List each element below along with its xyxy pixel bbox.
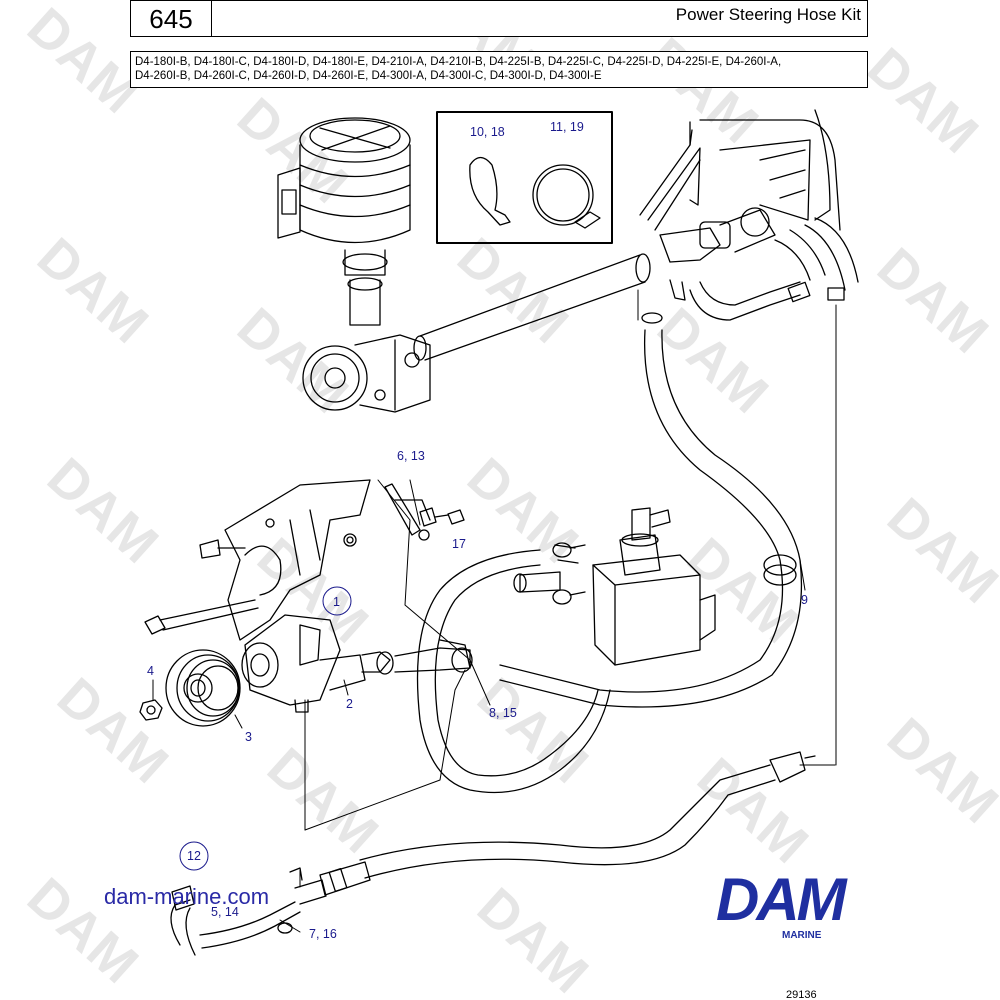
callout-labels: 10, 18 11, 19 6, 13 17 1 4 2 3 8, 15 9 1… xyxy=(147,120,808,941)
long-pressure-hose xyxy=(170,751,816,956)
header-bar: 645 Power Steering Hose Kit xyxy=(130,0,868,37)
callout-4: 4 xyxy=(147,664,154,678)
hull-panel xyxy=(699,109,841,231)
suction-hose-loop xyxy=(499,329,803,708)
model-list: D4-180I-B, D4-180I-C, D4-180I-D, D4-180I… xyxy=(130,51,868,88)
callout-circle-1 xyxy=(322,586,352,616)
return-hoses xyxy=(689,217,859,321)
dam-logo-subtitle: MARINE xyxy=(782,930,822,941)
pressure-hose-short xyxy=(361,639,473,675)
pulley xyxy=(165,649,241,727)
callout-11-19: 11, 19 xyxy=(550,120,584,134)
website-link[interactable]: dam-marine.com xyxy=(104,884,270,909)
clamp-bracket xyxy=(384,483,465,541)
callout-circles xyxy=(179,586,352,871)
callout-9: 9 xyxy=(801,593,808,607)
engine-pump-unit xyxy=(302,334,431,413)
callout-3: 3 xyxy=(245,730,252,744)
callout-2: 2 xyxy=(346,697,353,711)
pump-bracket xyxy=(199,479,371,641)
callout-1: 1 xyxy=(333,595,340,609)
callout-12: 12 xyxy=(187,849,201,863)
mounting-bolt xyxy=(144,599,259,635)
long-tube xyxy=(413,253,651,361)
leader-lines xyxy=(152,289,837,933)
dam-logo: DAM xyxy=(716,866,847,933)
callout-17: 17 xyxy=(452,537,466,551)
page-title: Power Steering Hose Kit xyxy=(675,5,861,24)
callout-7-16: 7, 16 xyxy=(309,927,337,941)
model-list-line: D4-260I-B, D4-260I-C, D4-260I-D, D4-260I… xyxy=(135,70,602,82)
power-steering-pump xyxy=(241,614,366,713)
clamp-inset-box xyxy=(436,111,613,244)
drawing-reference-number: 29136 xyxy=(786,989,817,1000)
reservoir-assembly xyxy=(277,117,411,326)
callout-8-15: 8, 15 xyxy=(489,706,517,720)
hose-clamps xyxy=(552,542,586,605)
nut xyxy=(139,699,163,721)
callout-6-13: 6, 13 xyxy=(397,449,425,463)
tee-fitting-bracket xyxy=(639,121,776,324)
model-list-line: D4-180I-B, D4-180I-C, D4-180I-D, D4-180I… xyxy=(135,56,782,68)
hose-loop-left xyxy=(416,544,611,794)
page-number: 645 xyxy=(131,1,212,37)
callout-10-18: 10, 18 xyxy=(470,125,505,139)
callout-5-14: 5, 14 xyxy=(211,905,239,919)
fluid-reservoir xyxy=(592,507,716,666)
callout-circle-12 xyxy=(179,841,209,871)
